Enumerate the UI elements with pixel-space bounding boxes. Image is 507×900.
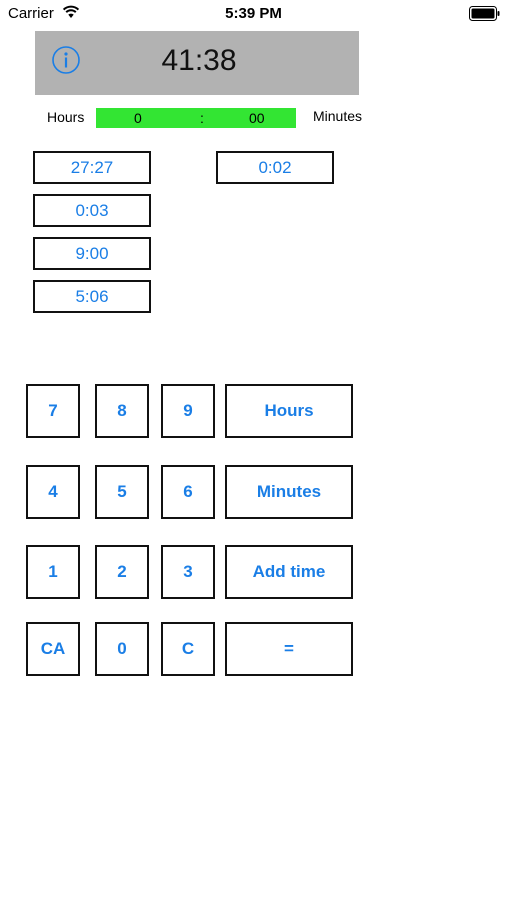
clear-all-button[interactable]: CA: [26, 622, 80, 676]
key-1[interactable]: 1: [26, 545, 80, 599]
carrier-label: Carrier: [8, 5, 54, 22]
key-2[interactable]: 2: [95, 545, 149, 599]
clear-button[interactable]: C: [161, 622, 215, 676]
key-0[interactable]: 0: [95, 622, 149, 676]
saved-time-3[interactable]: 9:00: [33, 237, 151, 270]
entry-minutes-value: 00: [249, 110, 265, 126]
saved-time-4[interactable]: 5:06: [33, 280, 151, 313]
key-8[interactable]: 8: [95, 384, 149, 438]
hours-button[interactable]: Hours: [225, 384, 353, 438]
time-display-panel: 41:38: [35, 31, 359, 95]
minutes-button[interactable]: Minutes: [225, 465, 353, 519]
time-entry-row: Hours 0 : 00 Minutes: [0, 105, 507, 129]
equals-button[interactable]: =: [225, 622, 353, 676]
time-entry-field: 0 : 00: [96, 108, 296, 128]
wifi-icon: [62, 5, 80, 19]
status-time: 5:39 PM: [225, 5, 282, 22]
entry-hours-value: 0: [134, 110, 142, 126]
key-3[interactable]: 3: [161, 545, 215, 599]
key-6[interactable]: 6: [161, 465, 215, 519]
saved-time-5[interactable]: 0:02: [216, 151, 334, 184]
saved-time-2[interactable]: 0:03: [33, 194, 151, 227]
entry-separator: :: [200, 110, 204, 126]
total-time-value: 41:38: [161, 44, 237, 77]
status-bar: Carrier 5:39 PM: [0, 0, 507, 28]
minutes-label: Minutes: [313, 108, 363, 124]
key-7[interactable]: 7: [26, 384, 80, 438]
info-icon[interactable]: [51, 45, 81, 75]
hours-label: Hours: [47, 109, 85, 125]
battery-icon: [469, 6, 501, 21]
saved-time-1[interactable]: 27:27: [33, 151, 151, 184]
key-9[interactable]: 9: [161, 384, 215, 438]
add-time-button[interactable]: Add time: [225, 545, 353, 599]
key-4[interactable]: 4: [26, 465, 80, 519]
key-5[interactable]: 5: [95, 465, 149, 519]
